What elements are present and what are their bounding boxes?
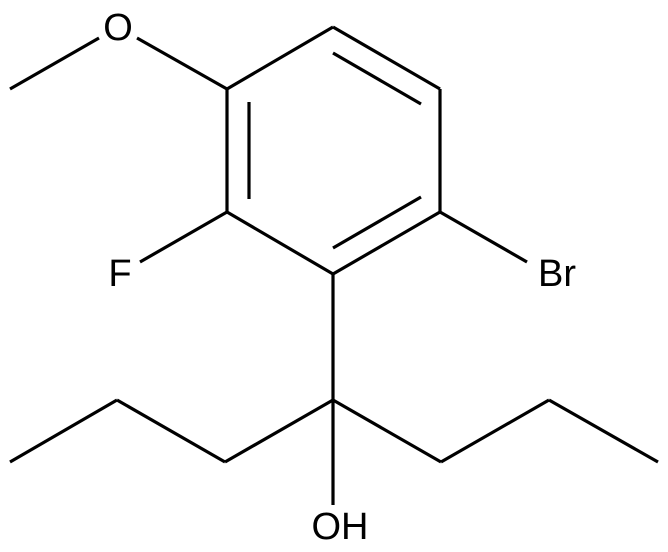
bond-oxygen-to-methyl [9,36,100,91]
hydroxyl-label: OH [312,506,369,548]
heptanol-chain: OH [9,274,659,548]
ring-bond-c4-c5 [226,210,334,276]
bond-left-chain-3 [9,398,118,464]
methoxy-group: O [9,7,228,91]
ring-bond-c3-c4 [332,210,441,276]
bromo-group: Br [439,210,576,295]
ring-bond-c1-c2 [332,25,441,91]
bond-ring-to-oxygen [136,36,228,91]
ring-bond-c3-c4-inner [332,195,422,250]
bond-right-chain-3 [548,398,659,464]
fluorine-label: F [108,253,131,295]
bond-carbinol-left [224,398,334,464]
ring-bond-c1-c2-inner [332,51,422,106]
bond-ring-to-fluorine [139,210,228,264]
benzene-ring [225,25,442,276]
ring-bond-c6-c1 [226,25,334,91]
bond-left-chain-2 [116,398,226,464]
bond-right-chain-2 [440,398,550,464]
bromine-label: Br [538,253,576,295]
bond-carbinol-right [332,398,442,464]
oxygen-methoxy-label: O [103,7,133,49]
bond-ring-to-bromine [439,210,528,264]
fluoro-group: F [108,210,228,295]
